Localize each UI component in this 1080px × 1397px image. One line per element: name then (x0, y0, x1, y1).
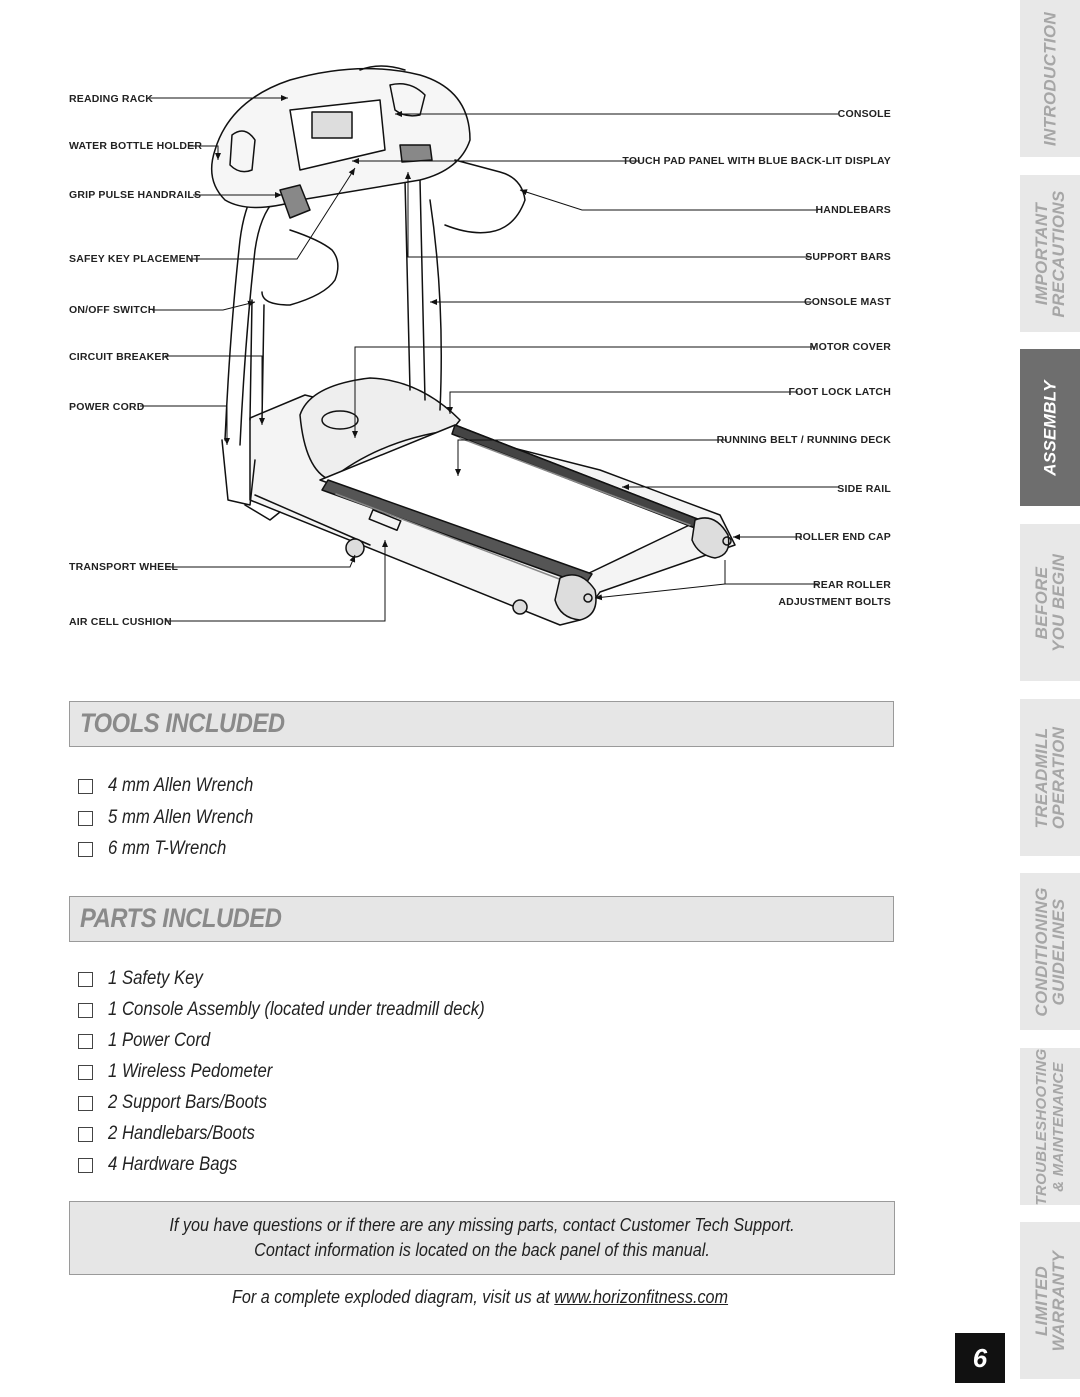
label-reading-rack: READING RACK (69, 93, 154, 105)
label-power-cord: POWER CORD (69, 401, 145, 413)
part-item: 1 Safety Key (108, 968, 203, 989)
checklist-item: 4 mm Allen Wrench (78, 775, 273, 797)
label-roller-end-cap: ROLLER END CAP (794, 531, 891, 543)
exploded-diagram-note: For a complete exploded diagram, visit u… (48, 1287, 912, 1308)
checkbox (78, 1002, 93, 1018)
label-console: CONSOLE (837, 108, 891, 120)
notice-line-2: Contact information is located on the ba… (254, 1240, 710, 1260)
support-notice: If you have questions or if there are an… (69, 1201, 895, 1275)
checkbox (78, 1064, 93, 1080)
notice-line-1: If you have questions or if there are an… (169, 1215, 795, 1235)
tool-item: 5 mm Allen Wrench (108, 807, 254, 828)
part-item: 4 Hardware Bags (108, 1154, 238, 1175)
checkbox (78, 841, 93, 857)
checklist-item: 4 Hardware Bags (78, 1154, 255, 1176)
tab-introduction[interactable]: INTRODUCTION (1020, 0, 1080, 157)
label-touch-pad-panel: TOUCH PAD PANEL WITH BLUE BACK-LIT DISPL… (622, 155, 891, 167)
part-item: 2 Handlebars/Boots (108, 1123, 255, 1144)
checkbox (78, 1126, 93, 1142)
checklist-item: 1 Wireless Pedometer (78, 1061, 295, 1083)
checkbox (78, 1033, 93, 1049)
checkbox (78, 1095, 93, 1111)
tools-included-title: TOOLS INCLUDED (80, 708, 285, 738)
website-link[interactable]: www.horizonfitness.com (554, 1287, 729, 1307)
label-air-cell-cushion: AIR CELL CUSHION (69, 616, 172, 628)
label-support-bars: SUPPORT BARS (805, 251, 891, 263)
label-motor-cover: MOTOR COVER (809, 341, 891, 353)
checkbox (78, 1157, 93, 1173)
label-running-belt-deck: RUNNING BELT / RUNNING DECK (716, 434, 891, 446)
part-item: 1 Console Assembly (located under treadm… (108, 999, 485, 1020)
checklist-item: 1 Power Cord (78, 1030, 224, 1052)
treadmill-diagram: READING RACK WATER BOTTLE HOLDER GRIP PU… (0, 0, 1010, 680)
parts-included-header: PARTS INCLUDED (69, 896, 894, 942)
label-safety-key-placement: SAFEY KEY PLACEMENT (69, 253, 201, 265)
tab-troubleshooting-maintenance[interactable]: TROUBLESHOOTING& MAINTENANCE (1020, 1048, 1080, 1205)
checklist-item: 6 mm T-Wrench (78, 838, 242, 860)
part-item: 2 Support Bars/Boots (108, 1092, 267, 1113)
checklist-item: 1 Console Assembly (located under treadm… (78, 999, 536, 1021)
tab-label: ASSEMBLY (1040, 379, 1060, 476)
tab-assembly[interactable]: ASSEMBLY (1020, 349, 1080, 506)
checklist-item: 1 Safety Key (78, 968, 216, 990)
tools-included-header: TOOLS INCLUDED (69, 701, 894, 747)
checkbox (78, 971, 93, 987)
part-item: 1 Wireless Pedometer (108, 1061, 273, 1082)
label-foot-lock-latch: FOOT LOCK LATCH (788, 386, 891, 398)
label-console-mast: CONSOLE MAST (804, 296, 891, 308)
checkbox (78, 778, 93, 794)
label-transport-wheel: TRANSPORT WHEEL (69, 561, 179, 573)
label-adjustment-bolts: ADJUSTMENT BOLTS (778, 596, 891, 608)
label-water-bottle-holder: WATER BOTTLE HOLDER (69, 140, 203, 152)
tab-label: TROUBLESHOOTING& MAINTENANCE (1033, 1048, 1067, 1205)
parts-included-title: PARTS INCLUDED (80, 903, 282, 933)
tab-label: INTRODUCTION (1040, 11, 1060, 146)
treadmill-illustration (140, 65, 838, 626)
label-handlebars: HANDLEBARS (815, 204, 891, 216)
part-item: 1 Power Cord (108, 1030, 211, 1051)
checkbox (78, 810, 93, 826)
label-rear-roller: REAR ROLLER (812, 579, 891, 591)
tool-item: 6 mm T-Wrench (108, 838, 227, 859)
page-number: 6 (955, 1333, 1005, 1383)
tool-item: 4 mm Allen Wrench (108, 775, 254, 796)
label-circuit-breaker: CIRCUIT BREAKER (69, 351, 170, 363)
checklist-item: 5 mm Allen Wrench (78, 807, 273, 829)
label-grip-pulse-handrails: GRIP PULSE HANDRAILS (69, 189, 202, 201)
label-on-off-switch: ON/OFF SWITCH (69, 304, 156, 316)
label-side-rail: SIDE RAIL (837, 483, 891, 495)
footer-text: For a complete exploded diagram, visit u… (231, 1287, 555, 1307)
checklist-item: 2 Handlebars/Boots (78, 1123, 275, 1145)
checklist-item: 2 Support Bars/Boots (78, 1092, 289, 1114)
